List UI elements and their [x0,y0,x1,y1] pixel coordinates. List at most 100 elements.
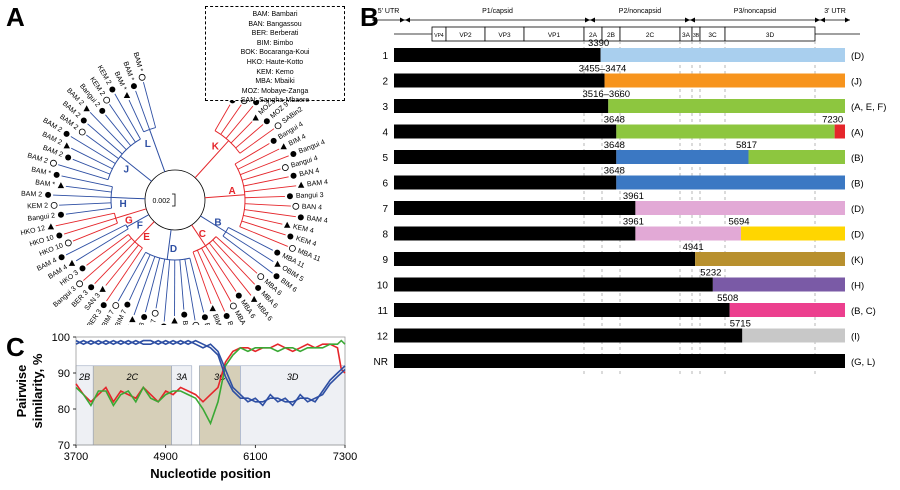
tip-label: BAM * [132,52,144,73]
clade-stem [126,214,150,228]
tip-label: BIM 7 [148,319,158,325]
tip-marker-open [229,302,237,310]
row-number: 5 [382,153,388,164]
similarity-series-4 [75,339,346,403]
breakpoint-label: 5232 [700,268,721,279]
tip-branch [230,121,253,144]
tip-label: BIM * [122,324,134,325]
tip-branch [59,202,112,206]
clade-stem [111,196,146,200]
tip-branch [58,164,109,181]
tip-marker-open [257,273,265,281]
row-clade-tag: (B) [851,153,864,164]
clade-letter: L [145,139,151,150]
panel-c-letter: C [6,332,25,362]
tip-branch [234,143,270,165]
tip-branch [72,158,111,175]
tip-label: BAM 4 [306,215,328,225]
recombinant-segment [695,252,845,266]
breakpoint-label: 3961 [623,191,644,202]
clade-stem [204,194,245,199]
tip-marker-filled [99,107,106,114]
parent-segment [394,73,605,88]
tip-branch [244,185,297,193]
gene-label: VP1 [548,32,561,39]
tip-marker-filled [88,284,95,291]
tip-marker-open [78,128,86,136]
region-p2-label: P2/noncapsid [619,8,662,15]
recombinant-segment [712,277,845,292]
panel-a-letter: A [6,2,25,32]
legend-entry: HKO: Haute-Kotto [246,58,304,66]
clade-letter: J [124,164,130,175]
tip-marker-filled [65,154,72,161]
breakpoint-label: 3390 [588,38,609,49]
parent-segment [394,99,609,113]
parent-segment [394,150,617,164]
tip-branch [105,244,139,286]
tip-marker-triangle [274,260,281,267]
tip-marker-open [274,122,282,130]
tip-marker-triangle [47,223,55,230]
tip-branch [228,227,274,251]
breakpoint-label: 3648 [604,115,625,126]
tip-marker-filled [58,254,65,261]
tip-marker-open [50,201,58,209]
tip-branch [89,112,127,151]
clade-stem [194,140,230,179]
tip-branch [212,239,256,285]
row-number: NR [374,357,388,368]
clade-arc [222,227,229,237]
tip-branch [237,148,280,170]
tip-marker-filled [287,233,294,240]
tip-label: BIM 11 [211,313,225,325]
recombinant-segment [604,73,845,88]
tip-branch [61,175,113,188]
tip-marker-triangle [250,295,258,302]
tip-label: BAN 4 [299,167,320,178]
tip-marker-filled [297,214,304,221]
parent-segment [394,328,743,343]
tip-label: BAM * [35,179,56,188]
clade-stem [200,215,227,233]
tip-branch [184,259,196,321]
tip-marker-open [192,321,200,325]
tip-label: Bangui 8 [133,322,147,325]
breakpoint-label: 3648 [604,140,625,151]
clade-arc [110,186,113,209]
clade-letter: C [199,229,206,240]
tip-label: BAN 4 [302,203,323,211]
gene-label: 2B [607,32,615,39]
y-axis-label-line1: Pairwise [14,365,29,418]
legend-entry: BOK: Bocaranga-Koui [240,49,310,57]
tip-marker-filled [255,284,262,291]
clade-letter: F [137,221,143,232]
y-axis-label: Pairwisesimilarity, % [14,353,45,428]
tip-branch [109,104,136,143]
row-number: 11 [378,306,389,317]
tip-marker-filled [270,137,277,144]
parent-segment [394,226,636,241]
tip-marker-filled [130,83,137,90]
tip-branch [242,168,281,181]
tip-branch [225,105,254,139]
tip-marker-triangle [83,105,90,112]
tip-branch [244,209,296,218]
clade-arc [145,251,190,261]
tip-branch [94,241,136,284]
region-label: 3C [214,372,226,382]
tip-marker-triangle [123,92,131,99]
recombinant-segment [616,150,749,164]
recombinant-segment [608,99,845,113]
legend-entry: BER: Berberati [251,30,299,38]
tip-label: KEM 4 [295,235,317,248]
tip-branch [189,258,205,313]
tip-branch [55,212,115,227]
tip-marker-filled [286,193,293,200]
row-number: 7 [382,204,388,215]
y-tick-label: 70 [58,440,70,452]
tip-marker-filled [290,172,297,179]
x-tick-label: 7300 [333,451,357,463]
y-axis-label-line2: similarity, % [30,353,45,428]
tip-marker-triangle [297,181,305,188]
